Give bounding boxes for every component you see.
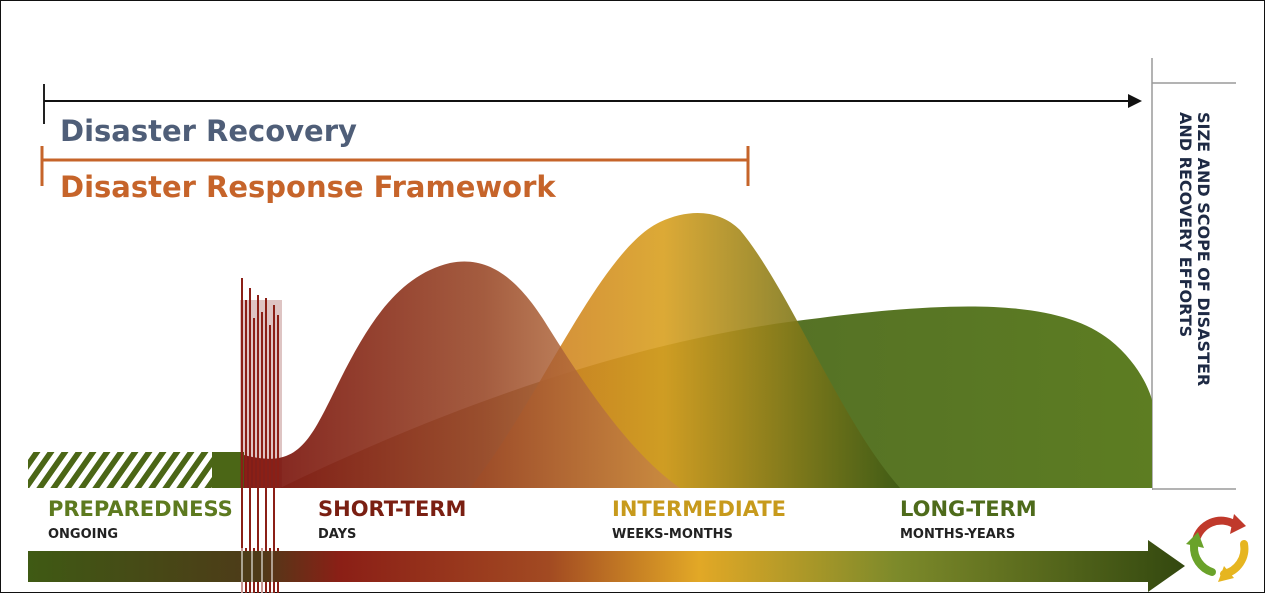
phase-short-term: SHORT-TERM DAYS (318, 497, 466, 542)
phase-sub: DAYS (318, 527, 356, 542)
spike-through-strip (241, 488, 275, 548)
recycle-cycle-icon (1186, 514, 1249, 582)
phase-name: SHORT-TERM (318, 497, 466, 521)
phase-sub: WEEKS-MONTHS (612, 527, 733, 542)
phase-intermediate: INTERMEDIATE WEEKS-MONTHS (612, 497, 786, 542)
recovery-arrowhead (1128, 94, 1142, 108)
preparedness-hatch (28, 452, 218, 488)
phase-long-term: LONG-TERM MONTHS-YEARS (900, 497, 1037, 542)
short-term-curve (244, 261, 680, 488)
preparedness-band-end (212, 452, 244, 488)
framework-label: Disaster Response Framework (60, 170, 556, 204)
timeline-gradient-arrow (28, 540, 1185, 592)
phase-sub: MONTHS-YEARS (900, 527, 1015, 542)
side-label-line2: AND RECOVERY EFFORTS (1176, 112, 1195, 337)
phase-name: INTERMEDIATE (612, 497, 786, 521)
phase-label-strip (28, 488, 1152, 548)
phase-preparedness: PREPAREDNESS ONGOING (48, 497, 233, 542)
phase-name: LONG-TERM (900, 497, 1037, 521)
phase-sub: ONGOING (48, 527, 118, 542)
side-label: SIZE AND SCOPE OF DISASTER AND RECOVERY … (1176, 112, 1213, 386)
side-label-line1: SIZE AND SCOPE OF DISASTER (1194, 112, 1213, 386)
recovery-label: Disaster Recovery (60, 114, 357, 148)
phase-name: PREPAREDNESS (48, 497, 233, 521)
